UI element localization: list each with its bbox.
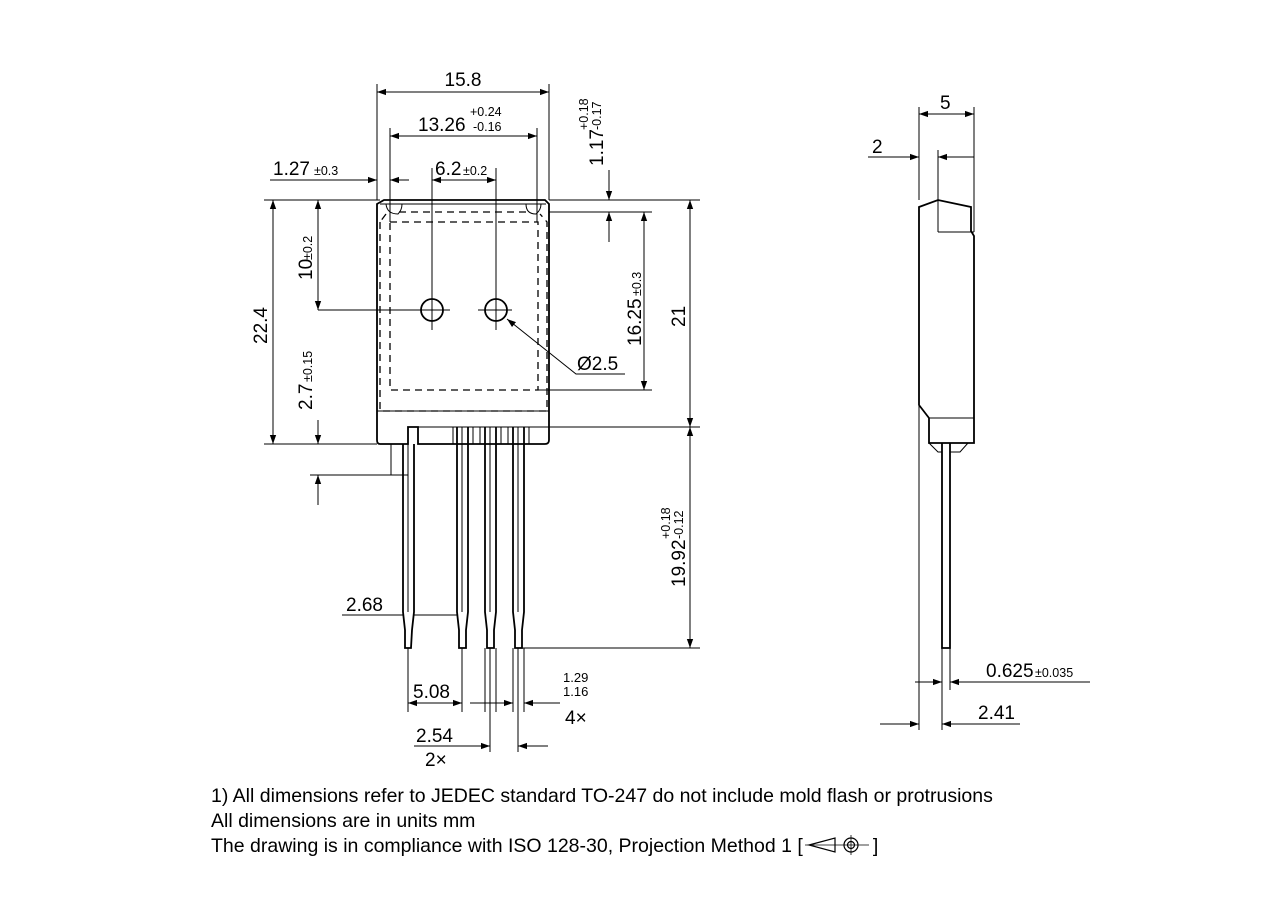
- dim-top-117: 1.17 +0.18 -0.17: [577, 98, 608, 166]
- svg-text:±0.2: ±0.2: [463, 164, 487, 178]
- dim-side-5: 5: [940, 93, 951, 114]
- svg-text:2.7: 2.7: [296, 384, 317, 410]
- dim-pitch-254: 2.54: [416, 726, 453, 747]
- svg-text:1.17: 1.17: [587, 129, 608, 166]
- note-line-2: All dimensions are in units mm: [211, 810, 476, 832]
- dim-width-total: 15.8: [445, 70, 482, 91]
- svg-text:±0.035: ±0.035: [1035, 666, 1073, 680]
- drawing-notes: 1) All dimensions refer to JEDEC standar…: [211, 784, 993, 859]
- package-body: [376, 199, 550, 445]
- dim-side-2: 2: [872, 137, 883, 158]
- side-lead: [941, 443, 951, 649]
- svg-text:-0.12: -0.12: [672, 510, 686, 539]
- dim-lead-268: 2.68: [346, 595, 383, 616]
- svg-text:-0.17: -0.17: [590, 101, 604, 130]
- dim-side-241: 2.41: [978, 703, 1015, 724]
- dim-offset-127: 1.27: [273, 159, 310, 180]
- svg-text:+0.18: +0.18: [659, 507, 673, 539]
- dim-pitch-254-count: 2×: [425, 750, 447, 771]
- dim-pitch-508: 5.08: [413, 682, 450, 703]
- pad-dashed-outline: [389, 221, 539, 391]
- dim-hole-height: 10 ±0.2: [296, 236, 317, 280]
- dim-width-inner: 13.26: [418, 115, 466, 136]
- dim-body-height-224: 22.4: [251, 307, 272, 344]
- dim-lead-thickness: 0.625: [986, 661, 1034, 682]
- note-line-1: 1) All dimensions refer to JEDEC standar…: [211, 785, 993, 807]
- dim-pad-1625: 16.25 ±0.3: [625, 272, 646, 346]
- dim-hole-diameter: Ø2.5: [577, 354, 618, 375]
- svg-text:-0.16: -0.16: [473, 120, 502, 134]
- first-angle-projection-icon: [804, 835, 869, 855]
- dim-lead-length: 19.92 +0.18 -0.12: [659, 507, 690, 587]
- dim-body-height-21: 21: [669, 306, 690, 327]
- svg-text:±0.15: ±0.15: [301, 351, 315, 382]
- front-view: 15.8 13.26 +0.24 -0.16 1.27 ±0.3 6.2 ±0.…: [251, 70, 700, 771]
- dim-foot-27: 2.7 ±0.15: [296, 351, 317, 410]
- side-view: 5 2 0.625 ±0.035 2.41: [868, 93, 1090, 730]
- corner-notch-left: [385, 203, 403, 215]
- corner-notch-right: [525, 203, 542, 215]
- dim-lead-width-min: 1.16: [563, 684, 588, 699]
- svg-text:±0.3: ±0.3: [630, 272, 644, 296]
- svg-text:16.25: 16.25: [625, 298, 646, 346]
- svg-text:+0.24: +0.24: [470, 105, 502, 119]
- svg-text:±0.3: ±0.3: [314, 164, 338, 178]
- svg-text:±0.2: ±0.2: [301, 236, 315, 260]
- svg-text:10: 10: [296, 259, 317, 280]
- dim-hole-spacing: 6.2: [435, 159, 461, 180]
- dim-lead-width-max: 1.29: [563, 670, 588, 685]
- svg-text:+0.18: +0.18: [577, 98, 591, 130]
- outer-dashed-outline: [379, 213, 548, 412]
- svg-text:19.92: 19.92: [669, 539, 690, 587]
- dim-lead-width-count: 4×: [565, 708, 587, 729]
- note-line-3: The drawing is in compliance with ISO 12…: [211, 835, 879, 857]
- side-body: [918, 199, 975, 444]
